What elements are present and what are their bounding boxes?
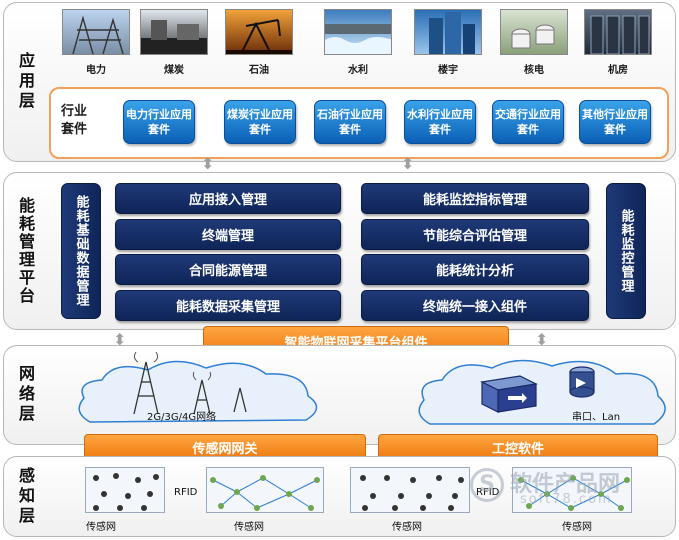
updown-arrow-icon: ⬍ <box>535 330 549 349</box>
sensor-network-diagram-2 <box>206 467 324 513</box>
sensing-layer-label: 感知层 <box>16 466 35 527</box>
energy-statistics-analysis-button[interactable]: 能耗统计分析 <box>361 254 589 285</box>
sensor-network-diagram-4 <box>512 467 632 513</box>
terminal-management-button[interactable]: 终端管理 <box>115 219 341 250</box>
industry-caption-nuclear: 核电 <box>524 65 544 76</box>
suite-transport[interactable]: 交通行业应用套件 <box>492 100 564 144</box>
industry-caption-oil: 石油 <box>249 65 269 76</box>
suite-other[interactable]: 其他行业应用套件 <box>579 100 651 144</box>
sensor-network-label: 传感网 <box>562 522 592 533</box>
wireless-network-label: 2G/3G/4G网络 <box>147 412 217 423</box>
application-layer-label: 应用层 <box>16 52 35 112</box>
rfid-label: RFID <box>174 487 198 498</box>
industry-caption-building: 楼宇 <box>438 65 458 76</box>
basic-data-management-column[interactable]: 能耗基础数据管理 <box>61 183 101 319</box>
energy-monitoring-column[interactable]: 能耗监控管理 <box>606 183 646 319</box>
app-access-management-button[interactable]: 应用接入管理 <box>115 183 341 214</box>
industry-image-power <box>62 9 130 55</box>
industry-suite-panel: 行业套件 电力行业应用套件 煤炭行业应用套件 石油行业应用套件 水利行业应用套件… <box>49 87 669 159</box>
updown-arrow-icon: ⬍ <box>201 154 215 173</box>
sensor-network-diagram-3 <box>350 467 470 513</box>
suite-panel-title: 行业套件 <box>61 104 88 137</box>
industrial-control-software-bar[interactable]: 工控软件 <box>378 434 658 460</box>
sensor-network-label: 传感网 <box>392 522 422 533</box>
energy-platform-layer-label: 能耗管理平台 <box>16 197 35 305</box>
application-layer: 应用层 电力 煤炭 石油 水利 楼宇 核电 机房 行业套件 电力行业应用套件 煤… <box>3 2 676 162</box>
energy-saving-assessment-button[interactable]: 节能综合评估管理 <box>361 219 589 250</box>
industry-caption-power: 电力 <box>86 65 106 76</box>
energy-data-collection-management-button[interactable]: 能耗数据采集管理 <box>115 290 341 321</box>
terminal-unified-access-button[interactable]: 终端统一接入组件 <box>361 290 589 321</box>
wired-cloud-icon <box>418 359 666 425</box>
sensor-network-diagram-1 <box>85 467 165 513</box>
suite-power[interactable]: 电力行业应用套件 <box>123 100 195 144</box>
industry-caption-server-room: 机房 <box>608 65 628 76</box>
updown-arrow-icon: ⬍ <box>113 330 127 349</box>
network-layer-label: 网络层 <box>16 365 35 425</box>
watermark-title: 软件产品网 <box>510 472 621 497</box>
industry-image-nuclear <box>500 9 568 55</box>
industry-image-water <box>324 9 392 55</box>
sensor-network-label: 传感网 <box>234 522 264 533</box>
contract-energy-management-button[interactable]: 合同能源管理 <box>115 254 341 285</box>
updown-arrow-icon: ⬍ <box>401 154 415 173</box>
watermark-logo-icon: S <box>470 468 504 502</box>
suite-oil[interactable]: 石油行业应用套件 <box>314 100 386 144</box>
industry-image-oil <box>225 9 293 55</box>
watermark-url: soft78.com <box>520 492 613 507</box>
sensor-gateway-bar[interactable]: 传感网网关 <box>84 434 366 460</box>
industry-caption-coal: 煤炭 <box>164 65 184 76</box>
wired-network-label: 串口、Lan <box>572 412 621 423</box>
industry-image-server-room <box>584 9 652 55</box>
industry-caption-water: 水利 <box>348 65 368 76</box>
monitoring-indicator-management-button[interactable]: 能耗监控指标管理 <box>361 183 589 214</box>
industry-image-coal <box>140 9 208 55</box>
sensor-network-label: 传感网 <box>86 522 116 533</box>
watermark: S 软件产品网 soft78.com <box>470 462 670 514</box>
suite-coal[interactable]: 煤炭行业应用套件 <box>224 100 296 144</box>
wireless-cloud-icon <box>78 352 318 423</box>
suite-water[interactable]: 水利行业应用套件 <box>404 100 476 144</box>
industry-image-building <box>414 9 482 55</box>
